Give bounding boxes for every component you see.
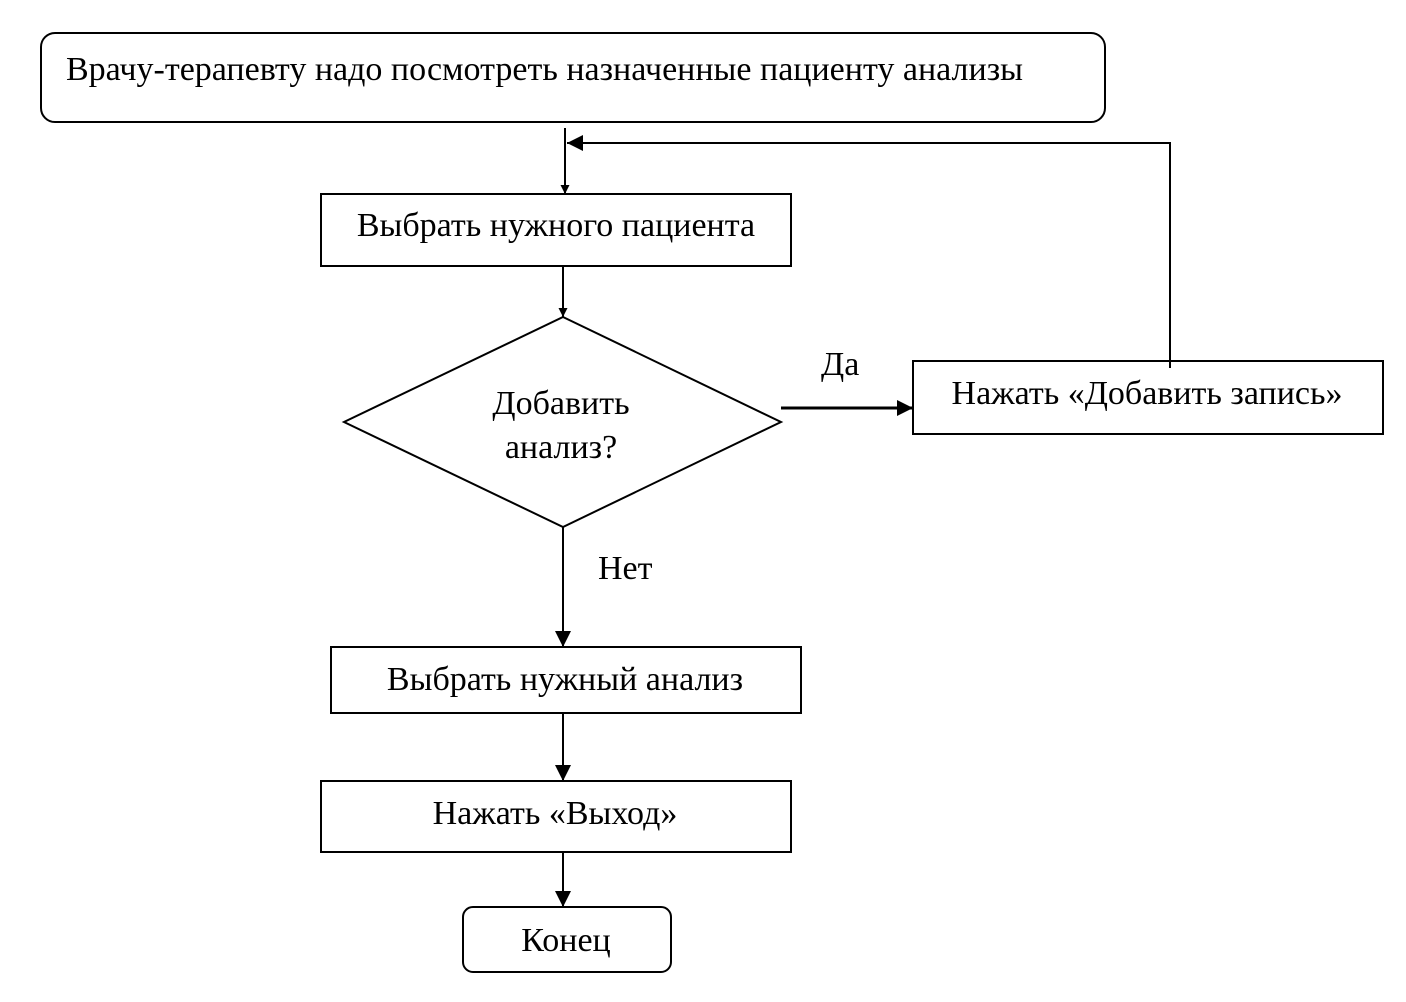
end-label: Конец: [521, 922, 610, 959]
edge-add-record-loop: [567, 135, 1171, 368]
decision-label-line2: анализ?: [505, 429, 617, 466]
select-analysis-label: Выбрать нужный анализ: [387, 661, 743, 698]
add-record-label: Нажать «Добавить запись»: [952, 375, 1343, 412]
decision-node: Добавить анализ?: [341, 315, 784, 529]
select-patient-node: Выбрать нужного пациента: [320, 193, 792, 267]
exit-label: Нажать «Выход»: [433, 795, 678, 832]
start-node: Врачу-терапевту надо посмотреть назначен…: [40, 32, 1106, 123]
yes-label: Да: [821, 346, 859, 383]
select-patient-label: Выбрать нужного пациента: [357, 207, 755, 244]
decision-label-line1: Добавить: [492, 385, 629, 422]
exit-node: Нажать «Выход»: [320, 780, 792, 853]
add-record-node: Нажать «Добавить запись»: [912, 360, 1384, 435]
select-analysis-node: Выбрать нужный анализ: [330, 646, 802, 714]
start-node-label: Врачу-терапевту надо посмотреть назначен…: [66, 51, 1023, 88]
end-node: Конец: [462, 906, 672, 973]
no-label: Нет: [598, 550, 653, 587]
